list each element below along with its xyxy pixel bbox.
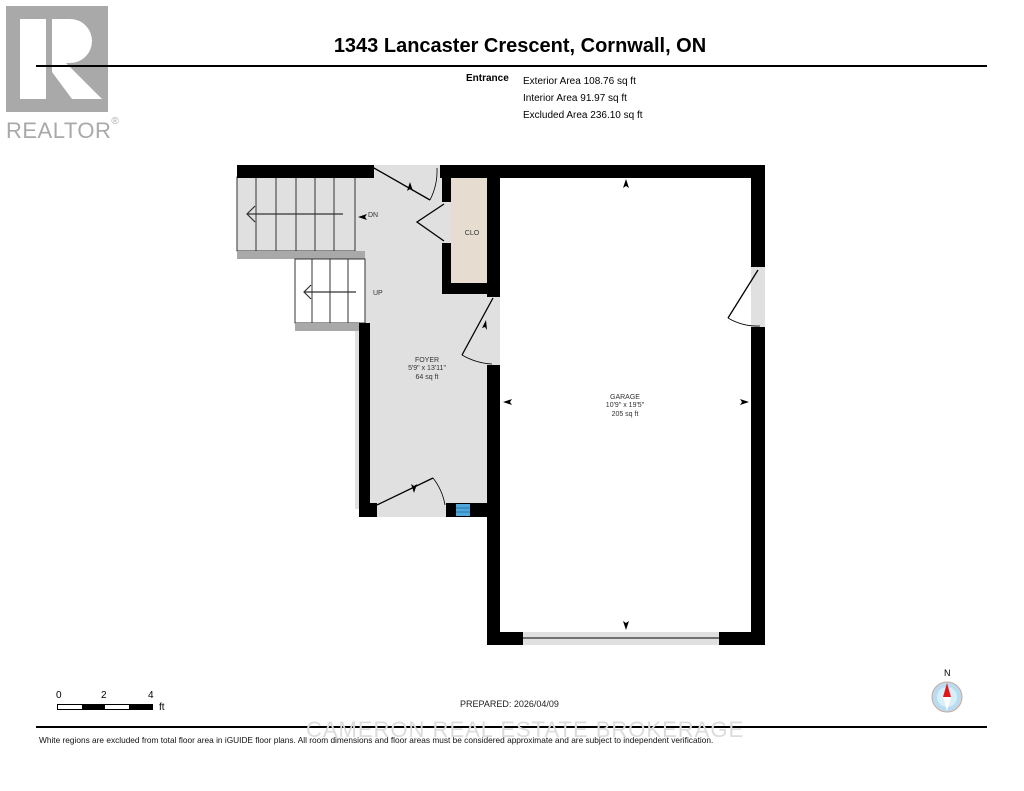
realtor-r-mark-icon [6, 6, 108, 112]
exterior-area: Exterior Area 108.76 sq ft [523, 76, 636, 87]
room-name: GARAGE [610, 394, 640, 401]
brokerage-watermark: CAMERON REAL ESTATE BROKERAGE [306, 717, 745, 742]
prepared-date: PREPARED: 2026/04/09 [460, 699, 559, 709]
stairs-down [236, 176, 365, 259]
stairs-down-label: DN [368, 212, 378, 219]
scale-bar-graphic [57, 704, 153, 710]
garage-floor [500, 178, 751, 632]
room-area: 205 sq ft [612, 411, 639, 418]
compass-icon: N [931, 668, 963, 713]
room-foyer: FOYER 5'9" x 13'11" 64 sq ft [408, 357, 446, 381]
room-dimensions: 5'9" x 13'11" [408, 365, 446, 372]
footer-divider [36, 726, 987, 728]
scale-tick-0: 0 [56, 690, 62, 701]
realtor-logo: REALTOR® [6, 6, 119, 143]
scale-tick-4: 4 [148, 690, 154, 701]
header-divider [36, 65, 987, 67]
area-summary: Exterior Area 108.76 sq ft Interior Area… [523, 73, 643, 124]
stairs-up-label: UP [373, 290, 383, 297]
excluded-area: Excluded Area 236.10 sq ft [523, 110, 643, 121]
closet [451, 178, 493, 283]
room-dimensions: 10'9" x 19'5" [606, 402, 645, 409]
room-area: 64 sq ft [416, 374, 439, 381]
disclaimer-text: White regions are excluded from total fl… [39, 735, 714, 745]
interior-area: Interior Area 91.97 sq ft [523, 93, 627, 104]
floor-label: Entrance [466, 73, 509, 84]
view-arrow-icons [358, 179, 749, 630]
page-title: 1343 Lancaster Crescent, Cornwall, ON [333, 35, 707, 57]
compass-north-label: N [944, 668, 951, 678]
scale-tick-2: 2 [101, 690, 107, 701]
scale-unit: ft [159, 702, 165, 713]
room-garage: GARAGE 10'9" x 19'5" 205 sq ft [606, 394, 645, 418]
closet-label: CLO [465, 230, 480, 237]
compass: N [926, 666, 970, 718]
vent-icon [456, 504, 470, 516]
walls [237, 165, 765, 645]
door-swings [373, 167, 761, 506]
scale-bar: 0 2 4 ft [56, 690, 186, 716]
door-openings [374, 165, 765, 645]
registered-mark: ® [111, 116, 120, 127]
realtor-logo-text: REALTOR [6, 118, 112, 143]
stairs-up [294, 258, 367, 331]
room-name: FOYER [415, 357, 439, 364]
